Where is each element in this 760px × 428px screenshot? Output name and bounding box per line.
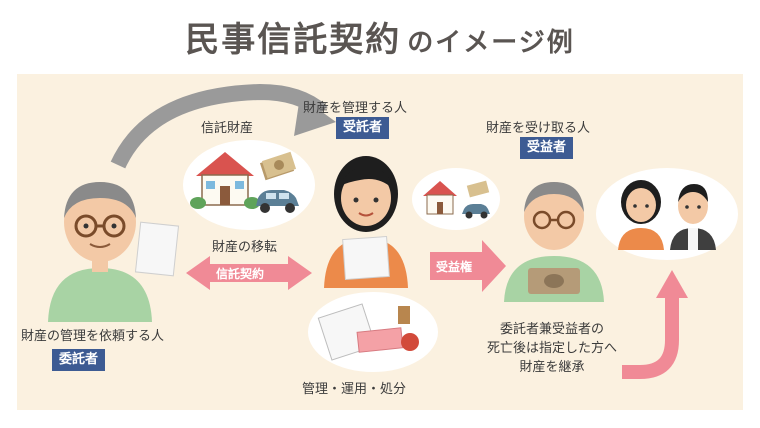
trustor-person <box>48 182 152 322</box>
beneficiary-badge: 受益者 <box>520 137 574 159</box>
money-stack-icon <box>259 151 297 181</box>
document-paper <box>134 221 180 277</box>
son-person <box>670 184 716 250</box>
car-icon <box>256 190 299 213</box>
documents-icon <box>317 303 419 361</box>
small-house-icon <box>423 181 457 215</box>
title-main: 民事信託契約 <box>185 20 402 60</box>
trustee-badge: 受託者 <box>336 117 390 139</box>
small-car-icon <box>462 204 490 219</box>
succession-note-line-3: 財産を継承 <box>519 360 585 375</box>
daughter-person <box>618 180 664 250</box>
management-label: 管理・運用・処分 <box>302 382 407 397</box>
trustor-badge: 委託者 <box>52 349 106 371</box>
succession-note-line-1: 委託者兼受益者の <box>499 322 604 337</box>
transfer-label: 財産の移転 <box>212 240 278 255</box>
trustee-person <box>324 156 408 288</box>
trustee-role-label: 財産を管理する人 <box>303 101 408 116</box>
title-suffix: のイメージ例 <box>407 28 575 58</box>
succession-note: 委託者兼受益者の 死亡後は指定した方へ 財産を継承 <box>484 320 620 377</box>
succession-note-line-2: 死亡後は指定した方へ <box>486 341 617 356</box>
small-money-icon <box>466 180 490 198</box>
contract-arrow-label: 信託契約 <box>216 267 265 281</box>
trustor-role-label: 財産の管理を依頼する人 <box>21 329 165 344</box>
beneficiary-role-label: 財産を受け取る人 <box>486 121 591 136</box>
beneficiary-person <box>504 182 604 302</box>
beneficial-right-label: 受益権 <box>436 260 473 274</box>
trust-property-label: 信託財産 <box>201 121 254 136</box>
house-icon <box>190 152 260 209</box>
page-title: 民事信託契約のイメージ例 <box>0 12 760 61</box>
